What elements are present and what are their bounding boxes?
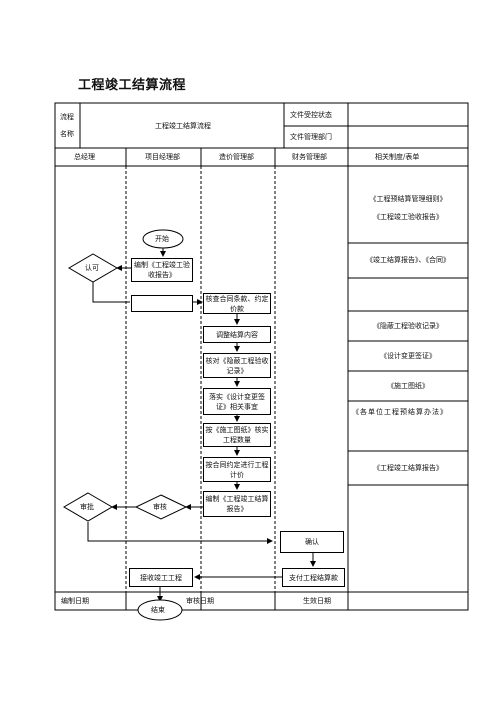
regulation-item: 《隐蔽工程验收记录》 bbox=[373, 322, 443, 330]
contract-pricing-box: 按合同约定进行工程计价 bbox=[203, 457, 271, 482]
empty-box bbox=[131, 295, 193, 312]
receive-box: 接收竣工工程 bbox=[129, 568, 193, 587]
regulation-item: 《各单位工程预结算办法》 bbox=[352, 408, 448, 416]
approve-diamond: 审批 bbox=[80, 503, 94, 511]
process-label-2: 名称 bbox=[60, 130, 74, 138]
regulation-item: 《工程竣工结算报告》 bbox=[373, 464, 443, 472]
review-date-label: 审核日期 bbox=[186, 597, 214, 605]
compile-report-label: 编制《工程竣工验收报告》 bbox=[134, 261, 190, 279]
regulation-item: 《竣工结算报告》、《合同》 bbox=[366, 256, 450, 264]
verify-quantity-box: 按《施工图纸》核实工程数量 bbox=[203, 423, 271, 447]
column-header-regulations: 相关制度/表单 bbox=[375, 153, 420, 161]
verify-acceptance-box: 核对《隐蔽工程验收记录》 bbox=[203, 353, 271, 378]
process-name: 工程竣工结算流程 bbox=[155, 122, 211, 130]
verify-quantity-label: 按《施工图纸》核实工程数量 bbox=[205, 426, 269, 444]
page-title: 工程竣工结算流程 bbox=[78, 78, 187, 93]
check-contract-box: 核查合同条款、约定价款 bbox=[203, 293, 271, 314]
pay-label: 支付工程结算款 bbox=[289, 573, 338, 582]
column-header-pm: 项目经理部 bbox=[145, 153, 180, 161]
effective-date-label: 生效日期 bbox=[303, 597, 331, 605]
approve-gm-diamond: 认可 bbox=[85, 264, 99, 272]
confirm-box: 确认 bbox=[280, 531, 344, 553]
column-header-gm: 总经理 bbox=[74, 153, 95, 161]
regulation-item: 《工程预结算管理细则》 bbox=[369, 195, 447, 203]
verify-acceptance-label: 核对《隐蔽工程验收记录》 bbox=[205, 356, 269, 375]
compile-settlement-box: 编制《工程竣工结算报告》 bbox=[203, 491, 271, 517]
process-label-1: 流程 bbox=[60, 113, 74, 121]
confirm-label: 确认 bbox=[305, 538, 319, 546]
regulation-item: 《设计变更签证》 bbox=[380, 352, 436, 360]
start-node: 开始 bbox=[155, 235, 169, 243]
check-contract-label: 核查合同条款、约定价款 bbox=[205, 294, 269, 313]
compile-settlement-label: 编制《工程竣工结算报告》 bbox=[205, 495, 269, 513]
pay-box: 支付工程结算款 bbox=[282, 568, 345, 587]
implement-change-label: 落实《设计变更签证》相关事宜 bbox=[209, 392, 265, 411]
adjust-content-box: 调整结算内容 bbox=[203, 326, 271, 343]
file-dept-label: 文件管理部门 bbox=[290, 133, 332, 141]
prepared-date-label: 编制日期 bbox=[61, 597, 89, 605]
file-status-label: 文件受控状态 bbox=[290, 111, 332, 119]
receive-label: 接收竣工工程 bbox=[140, 573, 182, 582]
compile-report-box: 编制《工程竣工验收报告》 bbox=[131, 258, 193, 282]
end-node: 结束 bbox=[151, 606, 165, 614]
adjust-content-label: 调整结算内容 bbox=[216, 330, 258, 339]
review-diamond: 审核 bbox=[153, 503, 167, 511]
regulation-item: 《工程竣工验收报告》 bbox=[373, 213, 443, 221]
column-header-cost: 造价管理部 bbox=[219, 153, 254, 161]
implement-change-box: 落实《设计变更签证》相关事宜 bbox=[203, 388, 271, 415]
regulation-item: 《施工图纸》 bbox=[387, 382, 429, 390]
column-header-finance: 财务管理部 bbox=[292, 153, 327, 161]
contract-pricing-label: 按合同约定进行工程计价 bbox=[205, 460, 269, 479]
